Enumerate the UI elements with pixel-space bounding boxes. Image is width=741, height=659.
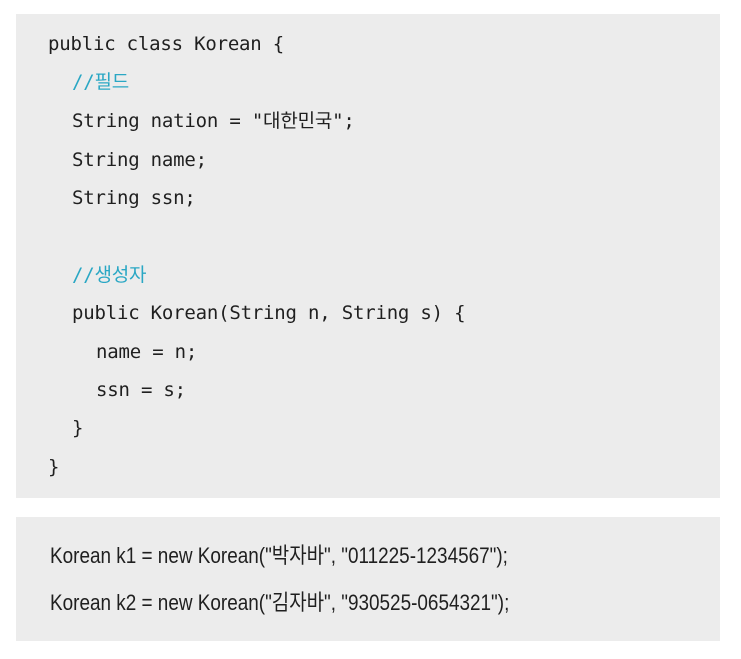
code-line-constructor-signature: public Korean(String n, String s) { [72,302,466,324]
code-comment-fields: //필드 [72,71,130,93]
code-line-class-close: } [48,456,60,478]
usage-code-block: Korean k1 = new Korean("박자바", "011225-12… [16,517,720,641]
code-line-class-declaration: public class Korean { [48,33,285,55]
code-line-ssn-assignment: ssn = s; [96,379,186,401]
class-code-block: public class Korean { //필드 String nation… [16,14,720,498]
code-line-name-field: String name; [72,149,207,171]
code-line-nation-field: String nation = "대한민국"; [72,110,355,132]
code-line-ssn-field: String ssn; [72,187,196,209]
code-line-constructor-close: } [72,417,84,439]
code-comment-constructor: //생성자 [72,264,147,286]
code-line-k2-instantiation: Korean k2 = new Korean("김자바", "930525-06… [50,590,510,615]
code-line-name-assignment: name = n; [96,341,198,363]
code-line-k1-instantiation: Korean k1 = new Korean("박자바", "011225-12… [50,543,508,568]
